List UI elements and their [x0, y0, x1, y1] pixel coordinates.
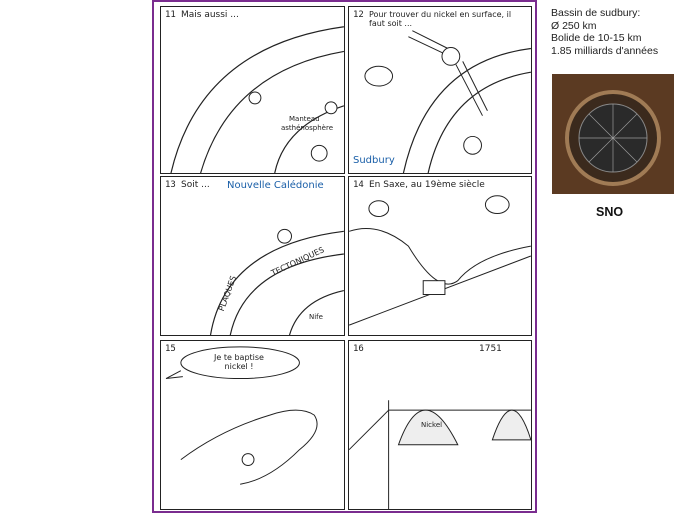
pile-word-label: Nickel: [421, 421, 443, 429]
panel-11: 11 Mais aussi ... Manteau asthénosphère: [160, 6, 345, 174]
sno-caption: SNO: [596, 205, 624, 219]
info-line: 1.85 milliards d'années: [551, 44, 659, 57]
tectonic-plates-drawing: [209, 228, 344, 335]
sno-detector-photo: [552, 74, 674, 194]
panel-caption: Mais aussi ...: [181, 10, 239, 20]
panel-number: 11: [165, 10, 176, 20]
panel-caption: Pour trouver du nickel en surface, il fa…: [369, 10, 512, 28]
panel-16: 16 1751 Nickel: [348, 340, 532, 510]
meteor-impact-drawing: [364, 30, 531, 173]
panel-number: 14: [353, 180, 364, 190]
info-line: Ø 250 km: [551, 19, 597, 32]
hand-drawing: [165, 346, 318, 485]
panel-number: 15: [165, 344, 176, 354]
nife-label: Nife: [309, 313, 323, 321]
panel-caption: 1751: [479, 344, 502, 354]
panel-15: 15 Je te baptise nickel !: [160, 340, 345, 510]
panel-number: 12: [353, 10, 364, 20]
info-line: Bolide de 10-15 km: [551, 32, 642, 45]
saxony-mine-drawing: [349, 195, 531, 326]
info-line: Bassin de sudbury:: [551, 7, 641, 19]
panel-12: 12 Pour trouver du nickel en surface, il…: [348, 6, 532, 174]
asthenosphere-label: asthénosphère: [281, 124, 334, 132]
speech-bubble: Je te baptise nickel !: [214, 353, 264, 371]
panel-caption: En Saxe, au 19ème siècle: [369, 180, 485, 190]
panel-14: 14 En Saxe, au 19ème siècle: [348, 176, 532, 336]
earth-layers-drawing: [170, 26, 344, 173]
nickel-pile-drawing: [349, 400, 531, 509]
panel-caption: Soit ...: [181, 180, 210, 190]
mantle-label: Manteau: [289, 115, 320, 123]
panel-number: 16: [353, 344, 364, 354]
panel-number: 13: [165, 180, 176, 190]
sudbury-info: Bassin de sudbury: Ø 250 km Bolide de 10…: [551, 7, 658, 57]
sudbury-label: Sudbury: [353, 155, 395, 166]
comic-page: 11 Mais aussi ... Manteau asthénosphère …: [152, 0, 537, 513]
panel-13: 13 Soit ... Nouvelle Calédonie PLAQUES T…: [160, 176, 345, 336]
nouvelle-caledonie-label: Nouvelle Calédonie: [227, 180, 324, 191]
